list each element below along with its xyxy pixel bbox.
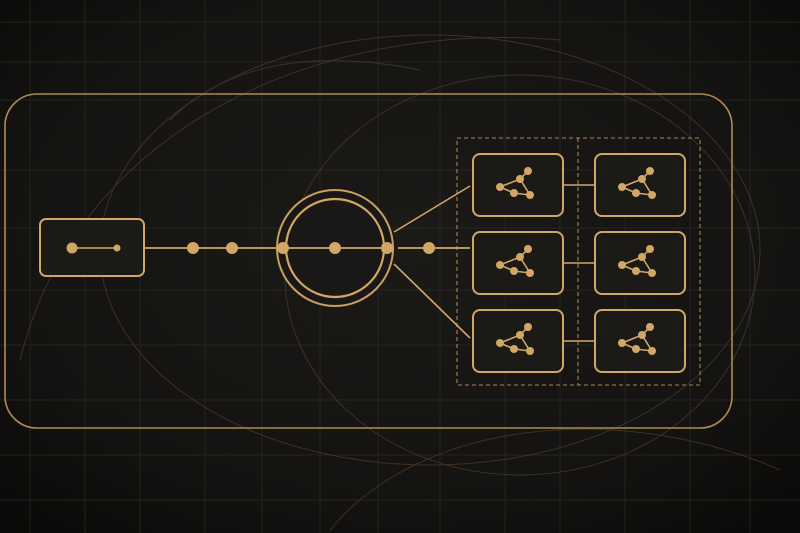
- cluster-grid: [472, 153, 686, 373]
- source-node: [39, 218, 145, 277]
- cluster-cell-box: [594, 153, 686, 217]
- cluster-cell-r1-c2: [594, 153, 686, 217]
- cluster-cell-r2-c1: [472, 231, 564, 295]
- connector-dot: [226, 242, 238, 254]
- hub-axis-dot-center: [329, 242, 341, 254]
- cluster-cell-box: [472, 309, 564, 373]
- connector-dot: [187, 242, 199, 254]
- cluster-cell-r3-c2: [594, 309, 686, 373]
- outer-container-frame: [4, 93, 733, 429]
- hub-axis-dot-right: [381, 242, 393, 254]
- cluster-cell-box: [594, 309, 686, 373]
- fan-line-top: [393, 185, 471, 233]
- hub-output-dot: [423, 242, 435, 254]
- hub-node: [276, 189, 394, 307]
- cluster-cell-box: [472, 153, 564, 217]
- dot-line-icon: [66, 242, 121, 254]
- cluster-cell-box: [594, 231, 686, 295]
- cluster-cell-r1-c1: [472, 153, 564, 217]
- hub-axis-dot-left: [277, 242, 289, 254]
- cluster-cell-r3-c1: [472, 309, 564, 373]
- cluster-cell-r2-c2: [594, 231, 686, 295]
- cluster-cell-box: [472, 231, 564, 295]
- fan-line-bottom: [393, 263, 471, 339]
